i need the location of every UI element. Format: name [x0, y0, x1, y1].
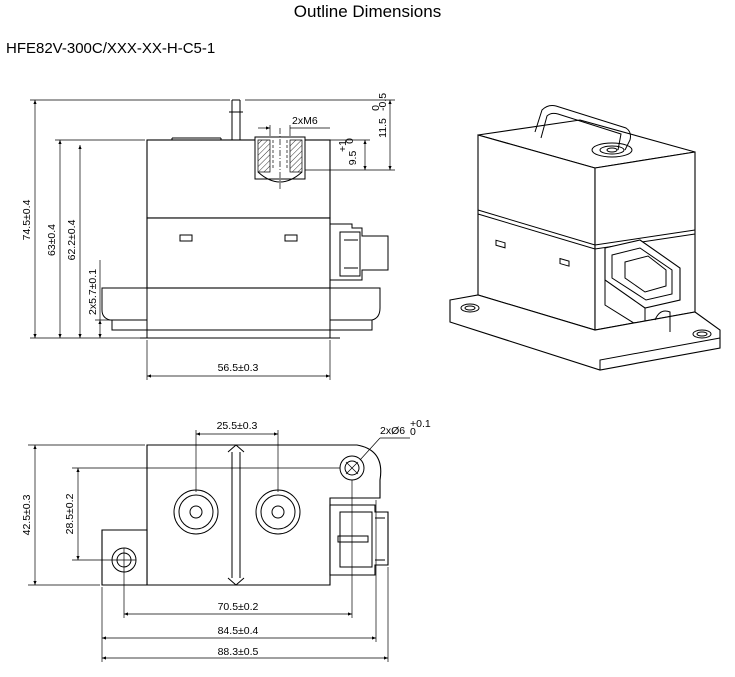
- svg-text:88.3±0.5: 88.3±0.5: [218, 646, 259, 658]
- left-ear: [101, 529, 148, 586]
- dim-hole: 2xØ6 +0.1 0: [359, 418, 431, 461]
- dim-thread: 2xM6: [258, 115, 330, 136]
- dim-depth: 42.5±0.3: [21, 444, 145, 586]
- svg-text:11.5: 11.5: [377, 118, 389, 138]
- connector: [330, 223, 389, 281]
- right-flange: [329, 287, 381, 321]
- svg-text:2xØ6: 2xØ6: [380, 425, 405, 437]
- svg-text:2xM6: 2xM6: [292, 115, 318, 127]
- svg-text:42.5±0.3: 42.5±0.3: [21, 494, 33, 535]
- svg-text:70.5±0.2: 70.5±0.2: [218, 601, 259, 613]
- svg-text:84.5±0.4: 84.5±0.4: [218, 625, 259, 637]
- svg-text:+1: +1: [337, 140, 349, 152]
- svg-text:28.5±0.2: 28.5±0.2: [64, 493, 76, 534]
- svg-text:25.5±0.3: 25.5±0.3: [217, 420, 258, 432]
- dim-flange-height: 2x5.7±0.1: [87, 260, 112, 338]
- svg-text:62.2±0.4: 62.2±0.4: [66, 219, 78, 260]
- relay-lower-body: [146, 217, 331, 289]
- lead-wire: [231, 99, 241, 140]
- front-view: 74.5±0.4 63±0.4 62.2±0.4 2x5.7±0.1 56.5±…: [21, 93, 395, 380]
- dim-width: 56.5±0.3: [146, 340, 331, 380]
- dim-terminal-spacing: 25.5±0.3: [195, 420, 279, 492]
- svg-text:0: 0: [344, 138, 356, 144]
- top-connector: [329, 504, 389, 576]
- dim-terminal-height: 11.5 0 -0.5: [245, 93, 395, 170]
- svg-text:56.5±0.3: 56.5±0.3: [218, 362, 259, 374]
- svg-text:0: 0: [370, 105, 382, 111]
- left-flange: [101, 287, 148, 321]
- page-title: Outline Dimensions: [293, 2, 442, 21]
- dim-thread-depth: 9.5 +1 0: [305, 138, 395, 171]
- dim-body-height: 63±0.4: [46, 139, 145, 338]
- svg-text:0: 0: [410, 426, 416, 438]
- model-number: HFE82V-300C/XXX-XX-H-C5-1: [6, 40, 216, 57]
- dim-inner-depth: 28.5±0.2: [64, 467, 340, 561]
- svg-text:2x5.7±0.1: 2x5.7±0.1: [87, 269, 99, 315]
- dim-overall-length: 88.3±0.5: [102, 567, 389, 662]
- svg-text:-0.5: -0.5: [377, 93, 389, 111]
- dim-flange-length: 84.5±0.4: [101, 500, 377, 662]
- svg-text:74.5±0.4: 74.5±0.4: [21, 199, 33, 240]
- vent-slot: [179, 234, 193, 242]
- isometric-view: [449, 105, 721, 371]
- dim-overall-height: 74.5±0.4: [21, 99, 230, 339]
- svg-text:+0.1: +0.1: [410, 418, 431, 430]
- svg-text:63±0.4: 63±0.4: [46, 224, 58, 256]
- dim-cover-height: 62.2±0.4: [66, 145, 82, 338]
- iso-lead: [534, 105, 631, 151]
- mount-hole-left: [111, 547, 137, 573]
- vent-slot: [284, 234, 298, 242]
- top-view: 25.5±0.3 2xØ6 +0.1 0 42.5±0.3 28.5±0.2: [21, 418, 431, 662]
- svg-text:9.5: 9.5: [347, 151, 359, 166]
- iso-flange: [449, 294, 721, 371]
- dim-hole-spacing: 70.5±0.2: [123, 480, 353, 618]
